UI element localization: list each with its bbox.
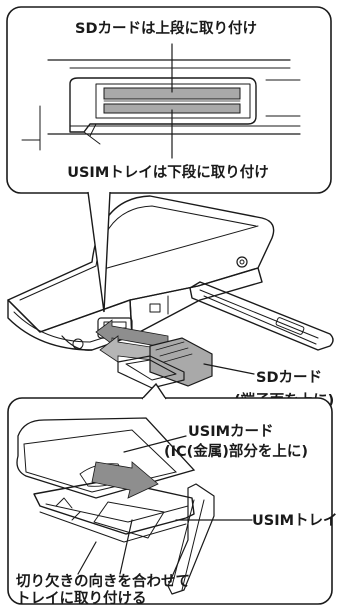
sd-card — [149, 337, 213, 387]
usim-card-label-line1: USIMカード — [188, 423, 274, 440]
usim-tray-small — [117, 355, 185, 389]
notch-label-line2: トレイに取り付ける — [16, 589, 147, 607]
usim-tray-label: USIMトレイ — [252, 513, 338, 529]
bottom-callout-panel: USIMカード (IC(金属)部分を上に) USIMトレイ 切り欠きの向きを合わ… — [7, 397, 338, 607]
sd-card-label-line1: SDカード — [256, 369, 322, 386]
phone-body — [7, 195, 275, 351]
sd-slot-label: SDカードは上段に取り付け — [75, 19, 257, 37]
bottom-panel-pointer — [141, 382, 167, 400]
sd-card-leader — [203, 363, 255, 375]
slot-cover-flap — [189, 281, 334, 351]
notch-label-line1: 切り欠きの向きを合わせて — [16, 572, 190, 590]
usim-slot-label: USIMトレイは下段に取り付け — [67, 163, 269, 181]
usim-card-label-line2: (IC(金属)部分を上に) — [164, 442, 308, 460]
card-insert-arrow — [91, 461, 159, 499]
top-panel-pointer — [87, 191, 111, 313]
top-callout-panel: SDカードは上段に取り付け USIMトレイは下段に取り付け — [6, 6, 332, 194]
